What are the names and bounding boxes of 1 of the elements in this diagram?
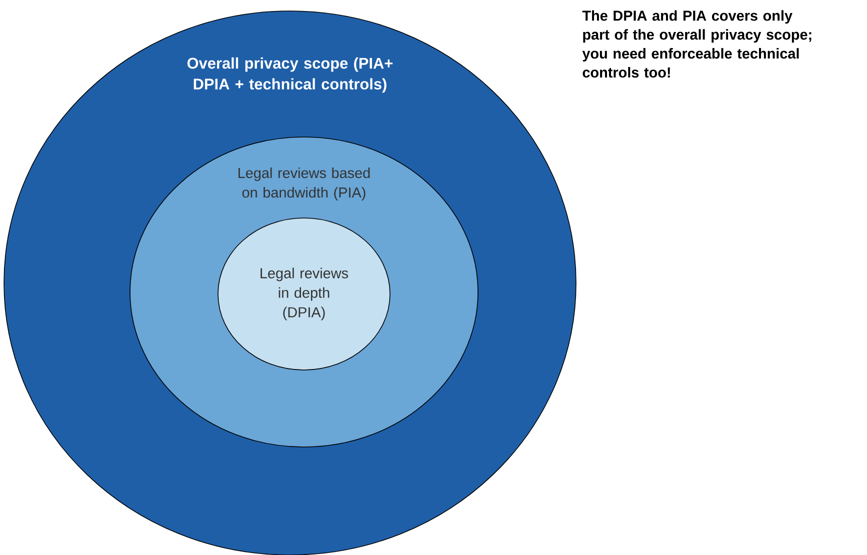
note-text: The DPIA and PIA covers only part of the overall privacy scope; you need enforceable technical controls too! bbox=[582, 10, 812, 78]
